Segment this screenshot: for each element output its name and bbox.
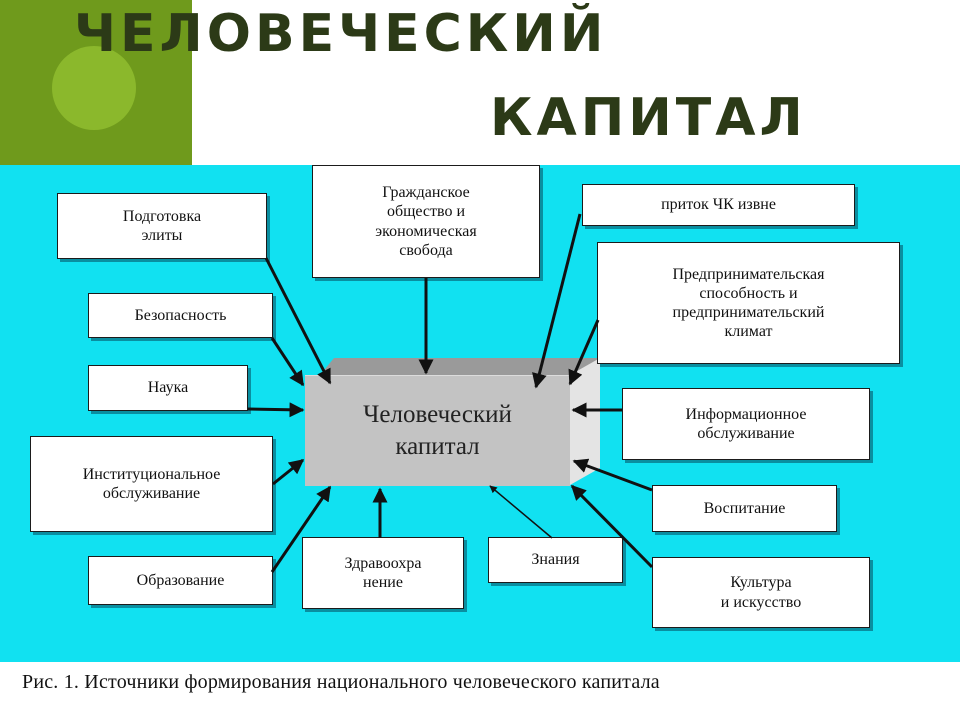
node-knowledge: Знания bbox=[488, 537, 623, 583]
center-box-top-face bbox=[320, 358, 600, 375]
page-title-line-2: КАПИТАЛ bbox=[490, 88, 807, 148]
node-institutional-service: Институциональное обслуживание bbox=[30, 436, 273, 532]
node-security: Безопасность bbox=[88, 293, 273, 338]
node-civil-society: Гражданское общество и экономическая сво… bbox=[312, 165, 540, 278]
node-information-service: Информационное обслуживание bbox=[622, 388, 870, 460]
node-external-inflow: приток ЧК извне bbox=[582, 184, 855, 226]
page-title-line-1: ЧЕЛОВЕЧЕСКИЙ bbox=[74, 4, 608, 64]
center-node-human-capital: Человеческий капитал bbox=[305, 375, 570, 486]
node-entrepreneurship: Предпринимательская способность и предпр… bbox=[597, 242, 900, 364]
node-elite-training: Подготовка элиты bbox=[57, 193, 267, 259]
figure-caption: Рис. 1. Источники формирования националь… bbox=[22, 671, 660, 693]
node-healthcare: Здравоохра нение bbox=[302, 537, 464, 609]
node-culture-and-arts: Культура и искусство bbox=[652, 557, 870, 628]
center-box-side-face bbox=[570, 358, 600, 485]
title-accent-block bbox=[0, 0, 192, 165]
node-science: Наука bbox=[88, 365, 248, 411]
decorative-circle bbox=[52, 46, 136, 130]
node-education: Образование bbox=[88, 556, 273, 605]
node-upbringing: Воспитание bbox=[652, 485, 837, 532]
